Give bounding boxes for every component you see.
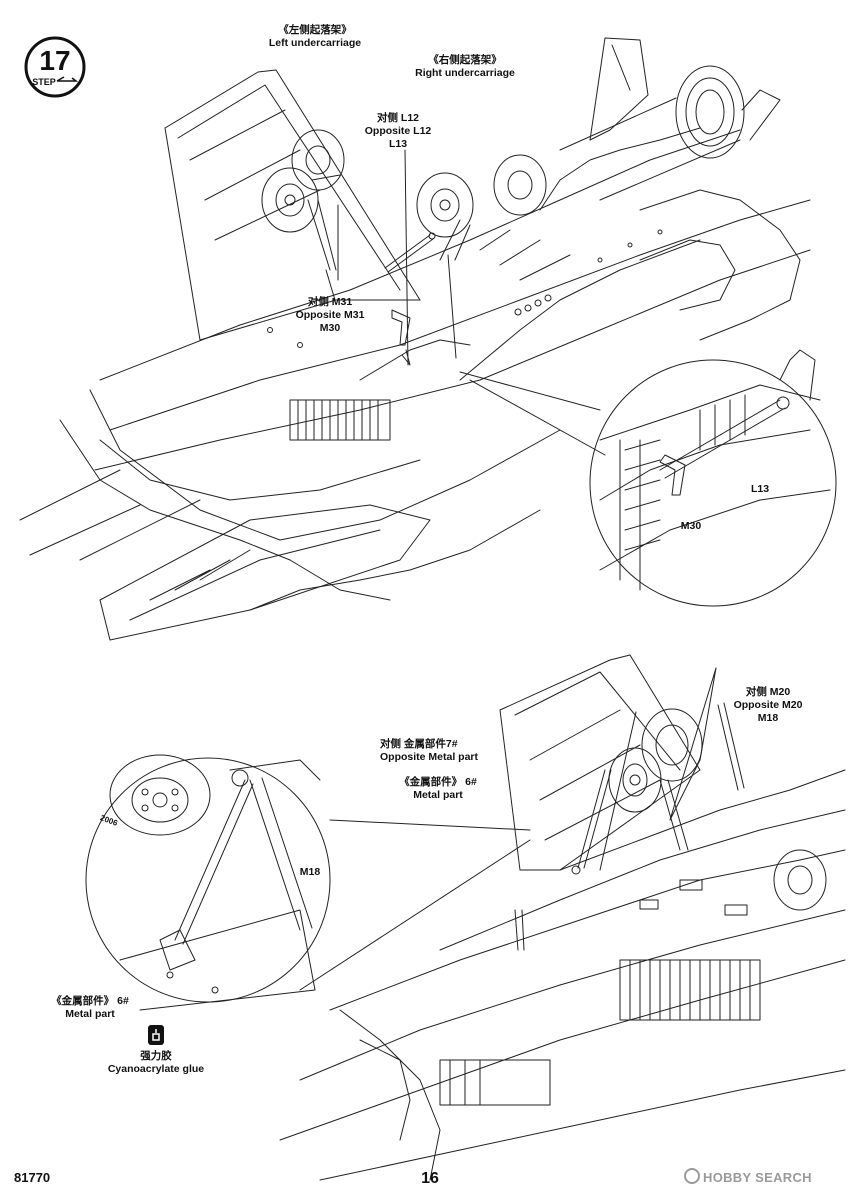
label-en: Opposite Metal part [380, 751, 479, 763]
label-en: Opposite M20 [733, 699, 803, 711]
watermark-text: HOBBY SEARCH [703, 1170, 812, 1185]
detail-circle-2 [85, 754, 331, 1011]
detail2-label-m18: M18 [299, 866, 321, 878]
callout-opposite-l12: 对侧 L12 Opposite L12 L13 [358, 112, 438, 151]
glue-icon [147, 1024, 165, 1046]
label-cn: 对侧 M31 [307, 296, 353, 308]
label-en: Left undercarriage [268, 37, 362, 49]
glue-legend: 强力胶 Cyanoacrylate glue [96, 1050, 216, 1076]
callout-metal-part-7: 对侧 金属部件7# Opposite Metal part [380, 738, 478, 764]
watermark-logo-icon [684, 1168, 700, 1184]
detail2-callout-metal-part: 《金属部件》 6# Metal part [35, 995, 145, 1021]
label-m30: M30 [319, 322, 341, 334]
step-badge: 17 STEP [24, 36, 86, 98]
glue-label-en: Cyanoacrylate glue [107, 1063, 205, 1075]
step-word: STEP [32, 77, 56, 87]
step-circle-icon: 17 STEP [24, 36, 86, 98]
detail-circle-1 [589, 349, 837, 607]
label-cn: 《左侧起落架》 [278, 24, 352, 36]
label-cn: 对侧 金属部件7# [380, 738, 458, 750]
lower-aircraft-drawing [279, 654, 846, 1181]
page-number: 16 [421, 1170, 439, 1187]
callout-left-undercarriage: 《左侧起落架》 Left undercarriage [255, 24, 375, 50]
glue-label-cn: 强力胶 [140, 1050, 172, 1062]
callout-opposite-m20: 对侧 M20 Opposite M20 M18 [728, 686, 808, 725]
jet-icon [56, 76, 79, 82]
label-cn: 《金属部件》 6# [51, 995, 129, 1007]
detail1-label-m30: M30 [680, 520, 702, 532]
label-m18: M18 [757, 712, 779, 724]
label-cn: 对侧 M20 [745, 686, 791, 698]
label-cn: 对侧 L12 [376, 112, 419, 124]
label-en: Metal part [65, 1008, 115, 1020]
callout-right-undercarriage: 《右侧起落架》 Right undercarriage [400, 54, 530, 80]
label-en: Right undercarriage [415, 67, 515, 79]
label-cn: 《金属部件》 6# [399, 776, 477, 788]
detail1-label-l13: L13 [750, 483, 770, 495]
callout-opposite-m31: 对侧 M31 Opposite M31 M30 [290, 296, 370, 335]
label-l13: L13 [388, 138, 408, 150]
callout-metal-part-6: 《金属部件》 6# Metal part [388, 776, 488, 802]
glue-bottle-icon [148, 1025, 164, 1045]
label-en: Opposite M31 [295, 309, 365, 321]
step-number: 17 [39, 45, 70, 76]
watermark: HOBBY SEARCH [684, 1168, 812, 1185]
label-en: Opposite L12 [364, 125, 432, 137]
label-en: Metal part [413, 789, 463, 801]
upper-aircraft-drawing [19, 37, 811, 641]
label-cn: 《右侧起落架》 [428, 54, 502, 66]
product-code: 81770 [14, 1170, 51, 1185]
